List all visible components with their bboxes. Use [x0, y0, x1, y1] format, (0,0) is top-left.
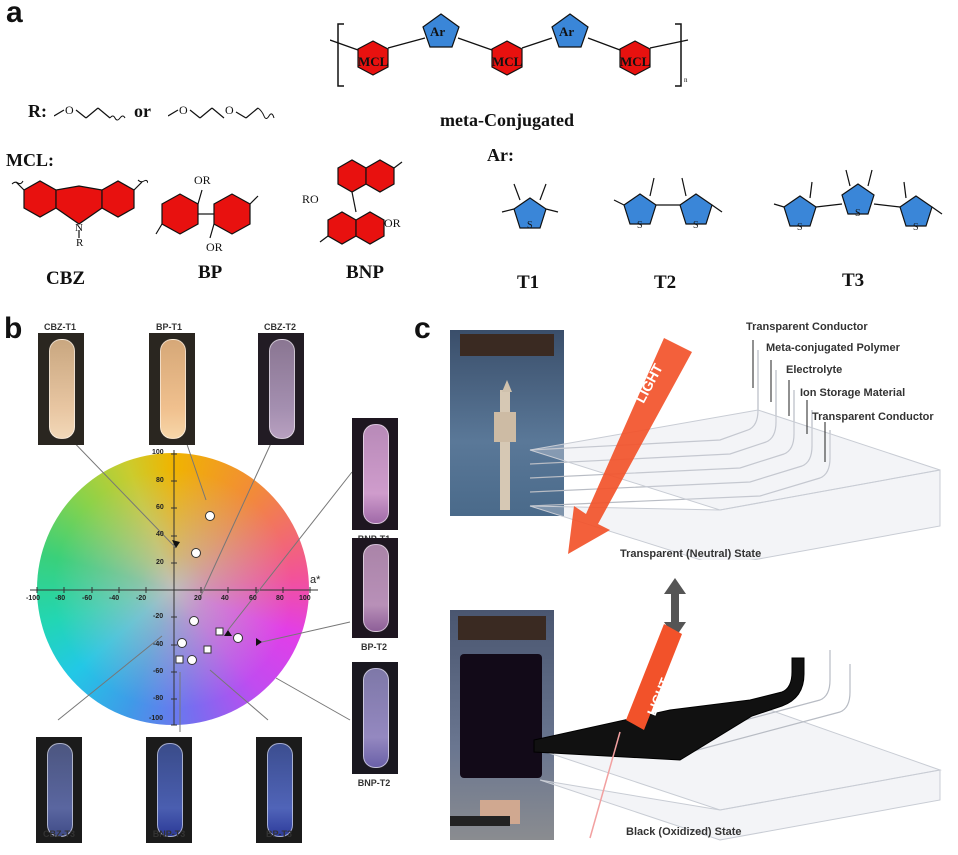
- structure-name: BNP: [346, 262, 384, 283]
- or-substituent: OR: [206, 240, 223, 254]
- structure-name: T2: [654, 272, 677, 293]
- hex-label: MCL: [492, 54, 523, 69]
- oxygen-atom: O: [65, 103, 74, 117]
- vial-photo-cbz-t2: [258, 333, 304, 445]
- hex-label: MCL: [358, 54, 389, 69]
- structure-t2: [613, 177, 723, 225]
- or-substituent: OR: [384, 216, 401, 230]
- tick-label: -60: [153, 668, 164, 675]
- sulfur-atom: S: [693, 220, 699, 231]
- tick-label: 20: [194, 595, 202, 602]
- tick-label: -80: [153, 695, 164, 702]
- vial-photo-bp-t2: [352, 538, 398, 638]
- vial-label-bp-t2: BP-T2: [360, 642, 387, 652]
- tick-label: 100: [152, 449, 164, 456]
- tick-label: 20: [156, 559, 164, 566]
- sulfur-atom: S: [527, 220, 533, 231]
- subscript-n: n: [684, 76, 688, 84]
- cielab-color-wheel: [37, 453, 309, 725]
- vial-photo-cbz-t1: [38, 333, 84, 445]
- r-atom: R: [76, 237, 84, 249]
- structure-t1: [501, 183, 559, 229]
- r-label: R:: [28, 101, 47, 121]
- oxygen-atom: O: [179, 103, 188, 117]
- structure-cbz: [11, 179, 148, 238]
- mcl-label: MCL:: [6, 150, 54, 170]
- structure-name: T3: [842, 270, 865, 291]
- tick-label: -60: [82, 595, 93, 602]
- vial-label-cbz-t1: CBZ-T1: [44, 322, 76, 332]
- vial-label-bp-t1: BP-T1: [155, 322, 182, 332]
- state-label-transparent: Transparent (Neutral) State: [620, 548, 762, 560]
- tick-label: 60: [249, 595, 257, 602]
- short-glycol-chain: O: [54, 103, 126, 121]
- sulfur-atom: S: [855, 208, 861, 219]
- caption-meta-conjugated: meta-Conjugated: [440, 110, 574, 130]
- ro-substituent: RO: [302, 192, 319, 206]
- hex-label: MCL: [620, 54, 651, 69]
- oxygen-atom: O: [225, 103, 234, 117]
- switch-arrow-icon: [664, 578, 686, 638]
- vial-label-bp-t3: BP-T3: [265, 829, 292, 839]
- structure-name: CBZ: [46, 268, 86, 289]
- vial-photo-bp-t1: [149, 333, 195, 445]
- vial-label-cbz-t3: CBZ-T3: [43, 829, 75, 839]
- vial-photo-bnp-t3: [146, 737, 192, 843]
- pent-label: Ar: [559, 24, 575, 39]
- vial-label-bnp-t3: BNP-T3: [152, 829, 186, 839]
- cielab-axes: [30, 417, 353, 732]
- tick-label: 40: [221, 595, 229, 602]
- vial-photo-bnp-t2: [352, 662, 398, 774]
- panel-label-c: c: [414, 312, 431, 345]
- device-layer-stack-oxidized: [533, 650, 942, 841]
- ar-label: Ar:: [487, 145, 514, 165]
- tick-label: 80: [156, 477, 164, 484]
- layer-label-meta-conjugated-polymer: Meta-conjugated Polymer: [766, 342, 900, 354]
- device-photo-transparent: [450, 330, 564, 516]
- long-glycol-chain: O O: [168, 103, 275, 119]
- tick-label: 80: [276, 595, 284, 602]
- state-label-oxidized: Black (Oxidized) State: [626, 826, 742, 838]
- tick-label: 40: [156, 531, 164, 538]
- sulfur-atom: S: [637, 220, 643, 231]
- structure-t3: [773, 169, 943, 227]
- tick-label: -20: [136, 595, 147, 602]
- device-photo-oxidized: [450, 610, 554, 840]
- nitrogen-atom: N: [75, 222, 83, 234]
- tick-label: -40: [109, 595, 120, 602]
- vial-photo-cbz-t3: [36, 737, 82, 843]
- tick-label: -100: [26, 595, 41, 602]
- structure-name: BP: [198, 262, 223, 283]
- tick-label: -40: [153, 641, 164, 648]
- layer-label-transparent-conductor-top: Transparent Conductor: [746, 321, 868, 333]
- panel-label-a: a: [6, 0, 23, 29]
- or-substituent: OR: [194, 173, 211, 187]
- sulfur-atom: S: [797, 222, 803, 233]
- vial-label-cbz-t2: CBZ-T2: [264, 322, 296, 332]
- tick-label: 60: [156, 504, 164, 511]
- structure-bp: [155, 189, 259, 239]
- sulfur-atom: S: [913, 222, 919, 233]
- light-arrow-oxidized: [589, 624, 682, 839]
- tick-label: -100: [149, 715, 164, 722]
- layer-label-ion-storage-material: Ion Storage Material: [800, 387, 906, 399]
- light-arrow-transparent: [568, 338, 692, 554]
- polymer-repeat-unit: [330, 13, 689, 87]
- tick-label: 100: [299, 595, 311, 602]
- vial-label-bnp-t2: BNP-T2: [357, 778, 391, 788]
- tick-label: -20: [153, 613, 164, 620]
- axis-label-a: a*: [310, 574, 321, 586]
- layer-label-transparent-conductor-bottom: Transparent Conductor: [812, 411, 934, 423]
- panel-label-b: b: [4, 312, 23, 345]
- tick-label: -80: [55, 595, 66, 602]
- or-text: or: [134, 101, 151, 121]
- vial-photo-bp-t3: [256, 737, 302, 843]
- structure-bnp: [319, 159, 403, 245]
- pent-label: Ar: [430, 24, 446, 39]
- layer-label-electrolyte: Electrolyte: [786, 364, 843, 376]
- vial-photo-bnp-t1: [352, 418, 398, 530]
- structure-name: T1: [517, 272, 540, 293]
